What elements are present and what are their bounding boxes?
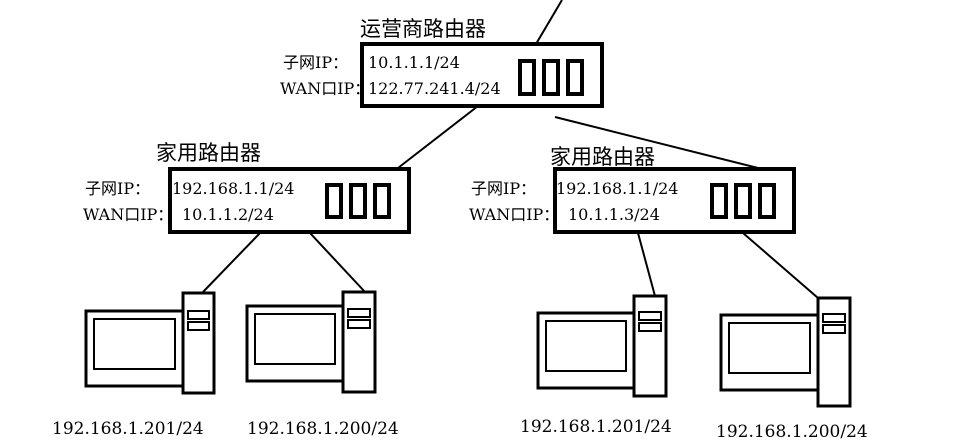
computer-1: 192.168.1.201/24 — [52, 291, 216, 439]
home-router-left-wan-ip: 10.1.1.2/24 — [182, 205, 274, 224]
home-router-left-box — [168, 167, 411, 234]
monitor-screen — [545, 320, 627, 372]
home-router-left: 家用路由器 子网IP： 192.168.1.1/24 WAN口IP： 10.1.… — [83, 141, 411, 234]
monitor-screen — [93, 318, 176, 370]
link-left-router-to-pc2 — [309, 232, 366, 293]
isp-router-subnet-ip: 10.1.1.1/24 — [368, 53, 460, 72]
computer-3: 192.168.1.201/24 — [520, 294, 672, 437]
drive-bay — [187, 321, 210, 331]
home-router-right-ports — [710, 183, 776, 219]
drive-bay — [347, 319, 371, 329]
drive-bay — [638, 311, 662, 321]
computer-ip: 192.168.1.200/24 — [247, 419, 399, 439]
link-isp-to-right-router — [554, 116, 763, 170]
home-router-right-subnet-label: 子网IP： — [471, 179, 536, 198]
router-port — [349, 183, 367, 219]
drive-bay — [187, 310, 210, 320]
link-left-router-to-pc1 — [202, 232, 261, 293]
computer-2: 192.168.1.200/24 — [245, 290, 399, 439]
isp-router-wan-ip: 122.77.241.4/24 — [368, 79, 501, 98]
monitor-screen — [728, 322, 811, 374]
isp-router-box — [360, 42, 604, 108]
computer-icon — [719, 296, 852, 408]
isp-router-wan-label: WAN口IP： — [280, 79, 370, 98]
isp-router-ports — [518, 59, 584, 96]
drive-bay — [822, 313, 846, 323]
computer-4: 192.168.1.200/24 — [716, 296, 868, 442]
home-router-left-ports — [325, 183, 391, 219]
router-port — [518, 59, 536, 96]
isp-router: 运营商路由器 子网IP： 10.1.1.1/24 WAN口IP： 122.77.… — [280, 17, 604, 108]
home-router-right: 家用路由器 子网IP： 192.168.1.1/24 WAN口IP： 10.1.… — [469, 145, 796, 234]
link-right-router-to-pc4 — [742, 232, 819, 299]
uplink-line — [535, 0, 563, 45]
computer-icon — [245, 290, 377, 394]
drive-bay — [822, 324, 846, 334]
isp-router-title: 运营商路由器 — [360, 17, 486, 41]
home-router-right-wan-label: WAN口IP： — [469, 205, 559, 224]
router-port — [734, 183, 752, 219]
computer-ip: 192.168.1.201/24 — [52, 419, 204, 439]
computer-icon — [84, 291, 216, 395]
router-port — [758, 183, 776, 219]
drive-bay — [347, 308, 371, 318]
connections — [202, 0, 819, 299]
home-router-left-wan-label: WAN口IP： — [83, 205, 173, 224]
router-port — [710, 183, 728, 219]
pc-tower — [181, 291, 216, 395]
link-right-router-to-pc3 — [637, 232, 656, 297]
router-port — [373, 183, 391, 219]
router-port — [542, 59, 560, 96]
pc-tower — [341, 290, 377, 394]
home-router-left-subnet-ip: 192.168.1.1/24 — [172, 179, 294, 198]
monitor-screen — [254, 313, 336, 365]
home-router-right-box — [553, 167, 796, 234]
router-port — [566, 59, 584, 96]
drive-bay — [638, 322, 662, 332]
computer-icon — [536, 294, 668, 398]
isp-router-subnet-label: 子网IP： — [283, 53, 348, 72]
home-router-left-title: 家用路由器 — [156, 141, 261, 165]
link-isp-to-left-router — [397, 105, 479, 169]
computer-ip: 192.168.1.201/24 — [520, 417, 672, 437]
router-port — [325, 183, 343, 219]
home-router-right-subnet-ip: 192.168.1.1/24 — [556, 179, 678, 198]
computer-ip: 192.168.1.200/24 — [716, 422, 868, 442]
home-router-left-subnet-label: 子网IP： — [85, 179, 150, 198]
home-router-right-wan-ip: 10.1.1.3/24 — [568, 205, 660, 224]
home-router-right-title: 家用路由器 — [550, 145, 655, 169]
